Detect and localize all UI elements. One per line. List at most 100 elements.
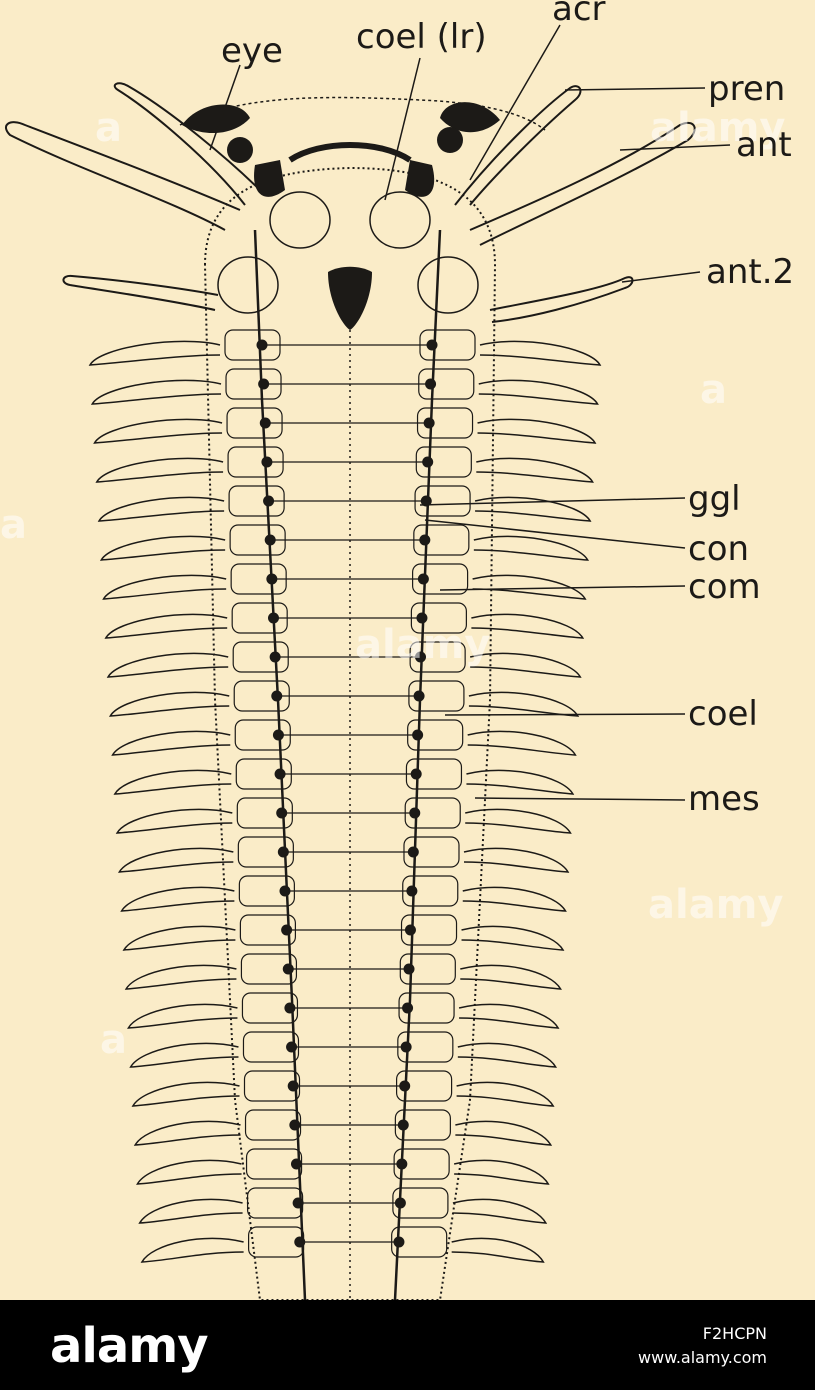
anatomical-figure: a a a alamy alamy a alamy eye coel (lr) … bbox=[0, 0, 795, 1300]
head-coelom bbox=[269, 191, 331, 249]
coelom-sac-right bbox=[414, 485, 471, 517]
leader-pren bbox=[564, 87, 706, 91]
leader-coel bbox=[444, 713, 686, 716]
parapodium-left bbox=[104, 613, 228, 639]
left-antenna bbox=[5, 121, 241, 231]
coelom-sac-right bbox=[409, 641, 466, 673]
coelom-sac-left bbox=[237, 836, 294, 868]
head-coelom bbox=[369, 191, 431, 249]
label-con: con bbox=[688, 529, 750, 569]
parapodium-right bbox=[463, 847, 570, 873]
left-brain-lobe bbox=[254, 160, 285, 197]
parapodium-right bbox=[456, 1081, 555, 1107]
parapodium-right bbox=[471, 613, 585, 639]
coelom-sac-right bbox=[407, 719, 464, 751]
parapodium-left bbox=[127, 1003, 238, 1029]
ganglion-left bbox=[287, 1080, 299, 1092]
image-id: F2HCPN bbox=[702, 1324, 767, 1343]
ganglion-right bbox=[403, 963, 415, 975]
coelom-sac-right bbox=[418, 368, 475, 400]
coelom-sac-left bbox=[241, 992, 299, 1024]
parapodium-left bbox=[111, 730, 231, 756]
parapodium-left bbox=[99, 535, 226, 561]
ganglion-left bbox=[264, 534, 276, 546]
parapodium-right bbox=[469, 652, 582, 678]
left-eye bbox=[182, 104, 250, 134]
label-ggl: ggl bbox=[688, 479, 741, 519]
parapodium-left bbox=[129, 1042, 239, 1068]
ganglion-left bbox=[290, 1158, 302, 1170]
leader-ant bbox=[619, 144, 731, 151]
mouth-plate bbox=[328, 266, 372, 330]
ganglion-right bbox=[397, 1119, 409, 1131]
coelom-sac-left bbox=[246, 1187, 304, 1219]
leader-eye bbox=[209, 64, 241, 151]
coelom-sac-left bbox=[227, 446, 284, 478]
label-pren: pren bbox=[708, 69, 786, 109]
parapodium-right bbox=[461, 925, 565, 951]
parapodium-right bbox=[478, 379, 599, 405]
right-brain-lobe bbox=[405, 160, 435, 197]
parapodium-left bbox=[120, 886, 235, 912]
coelom-sac-right bbox=[399, 953, 456, 985]
leader-coel-lr bbox=[384, 57, 421, 201]
ganglion-left bbox=[274, 768, 286, 780]
ganglion-left bbox=[272, 729, 284, 741]
coelom-sac-left bbox=[226, 407, 283, 439]
coelom-sac-left bbox=[248, 1226, 305, 1258]
label-ant2: ant.2 bbox=[706, 252, 795, 292]
label-ant: ant bbox=[736, 125, 792, 165]
watermark-mark: a bbox=[95, 105, 122, 151]
coelom-sac-left bbox=[235, 758, 292, 790]
label-com: com bbox=[688, 567, 761, 607]
right-eye-ganglion bbox=[437, 127, 463, 153]
parapodium-right bbox=[476, 457, 594, 483]
prostomium-edge bbox=[288, 142, 412, 163]
parapodium-right bbox=[473, 535, 590, 561]
coelom-sac-left bbox=[239, 914, 296, 946]
head-coelom bbox=[217, 256, 279, 314]
parapodium-left bbox=[97, 496, 225, 522]
parapodium-left bbox=[90, 379, 222, 405]
parapodium-left bbox=[108, 691, 230, 717]
label-mes: mes bbox=[688, 779, 760, 819]
ganglion-right bbox=[423, 417, 435, 429]
ganglion-left bbox=[292, 1197, 304, 1209]
parapodium-right bbox=[465, 808, 572, 834]
parapodium-left bbox=[88, 340, 221, 366]
ganglion-left bbox=[267, 612, 279, 624]
coelom-sac-left bbox=[233, 680, 290, 712]
coelom-sac-right bbox=[410, 602, 467, 634]
ganglion-left bbox=[256, 339, 268, 351]
ganglion-left bbox=[277, 846, 289, 858]
coelom-sac-right bbox=[416, 407, 474, 439]
ganglion-right bbox=[426, 339, 438, 351]
ganglion-right bbox=[412, 729, 424, 741]
coelom-sac-left bbox=[225, 368, 282, 400]
coelom-sac-left bbox=[238, 875, 295, 907]
coelom-sac-right bbox=[408, 680, 465, 712]
leader-con bbox=[424, 519, 686, 549]
right-palp bbox=[454, 85, 582, 206]
ganglion-right bbox=[420, 495, 432, 507]
label-coel-lr: coel (lr) bbox=[356, 17, 487, 57]
right-eye bbox=[440, 102, 500, 133]
parapodium-right bbox=[460, 964, 562, 990]
footer-url: www.alamy.com bbox=[638, 1348, 767, 1367]
coelom-sac-left bbox=[240, 953, 298, 985]
parapodium-right bbox=[455, 1120, 553, 1146]
ganglion-right bbox=[422, 456, 434, 468]
ganglion-right bbox=[425, 378, 437, 390]
coelom-sac-left bbox=[234, 719, 291, 751]
watermark-text: alamy bbox=[355, 622, 491, 668]
parapodium-right bbox=[477, 418, 597, 444]
coelom-sac-right bbox=[393, 1148, 450, 1180]
ganglion-right bbox=[417, 573, 429, 585]
ganglion-right bbox=[404, 924, 416, 936]
coelom-sac-right bbox=[419, 329, 476, 361]
watermark-mark: a bbox=[0, 502, 27, 548]
ganglion-right bbox=[402, 1002, 414, 1014]
parapodium-right bbox=[458, 1003, 560, 1029]
ganglion-left bbox=[259, 417, 271, 429]
ganglion-right bbox=[407, 846, 419, 858]
